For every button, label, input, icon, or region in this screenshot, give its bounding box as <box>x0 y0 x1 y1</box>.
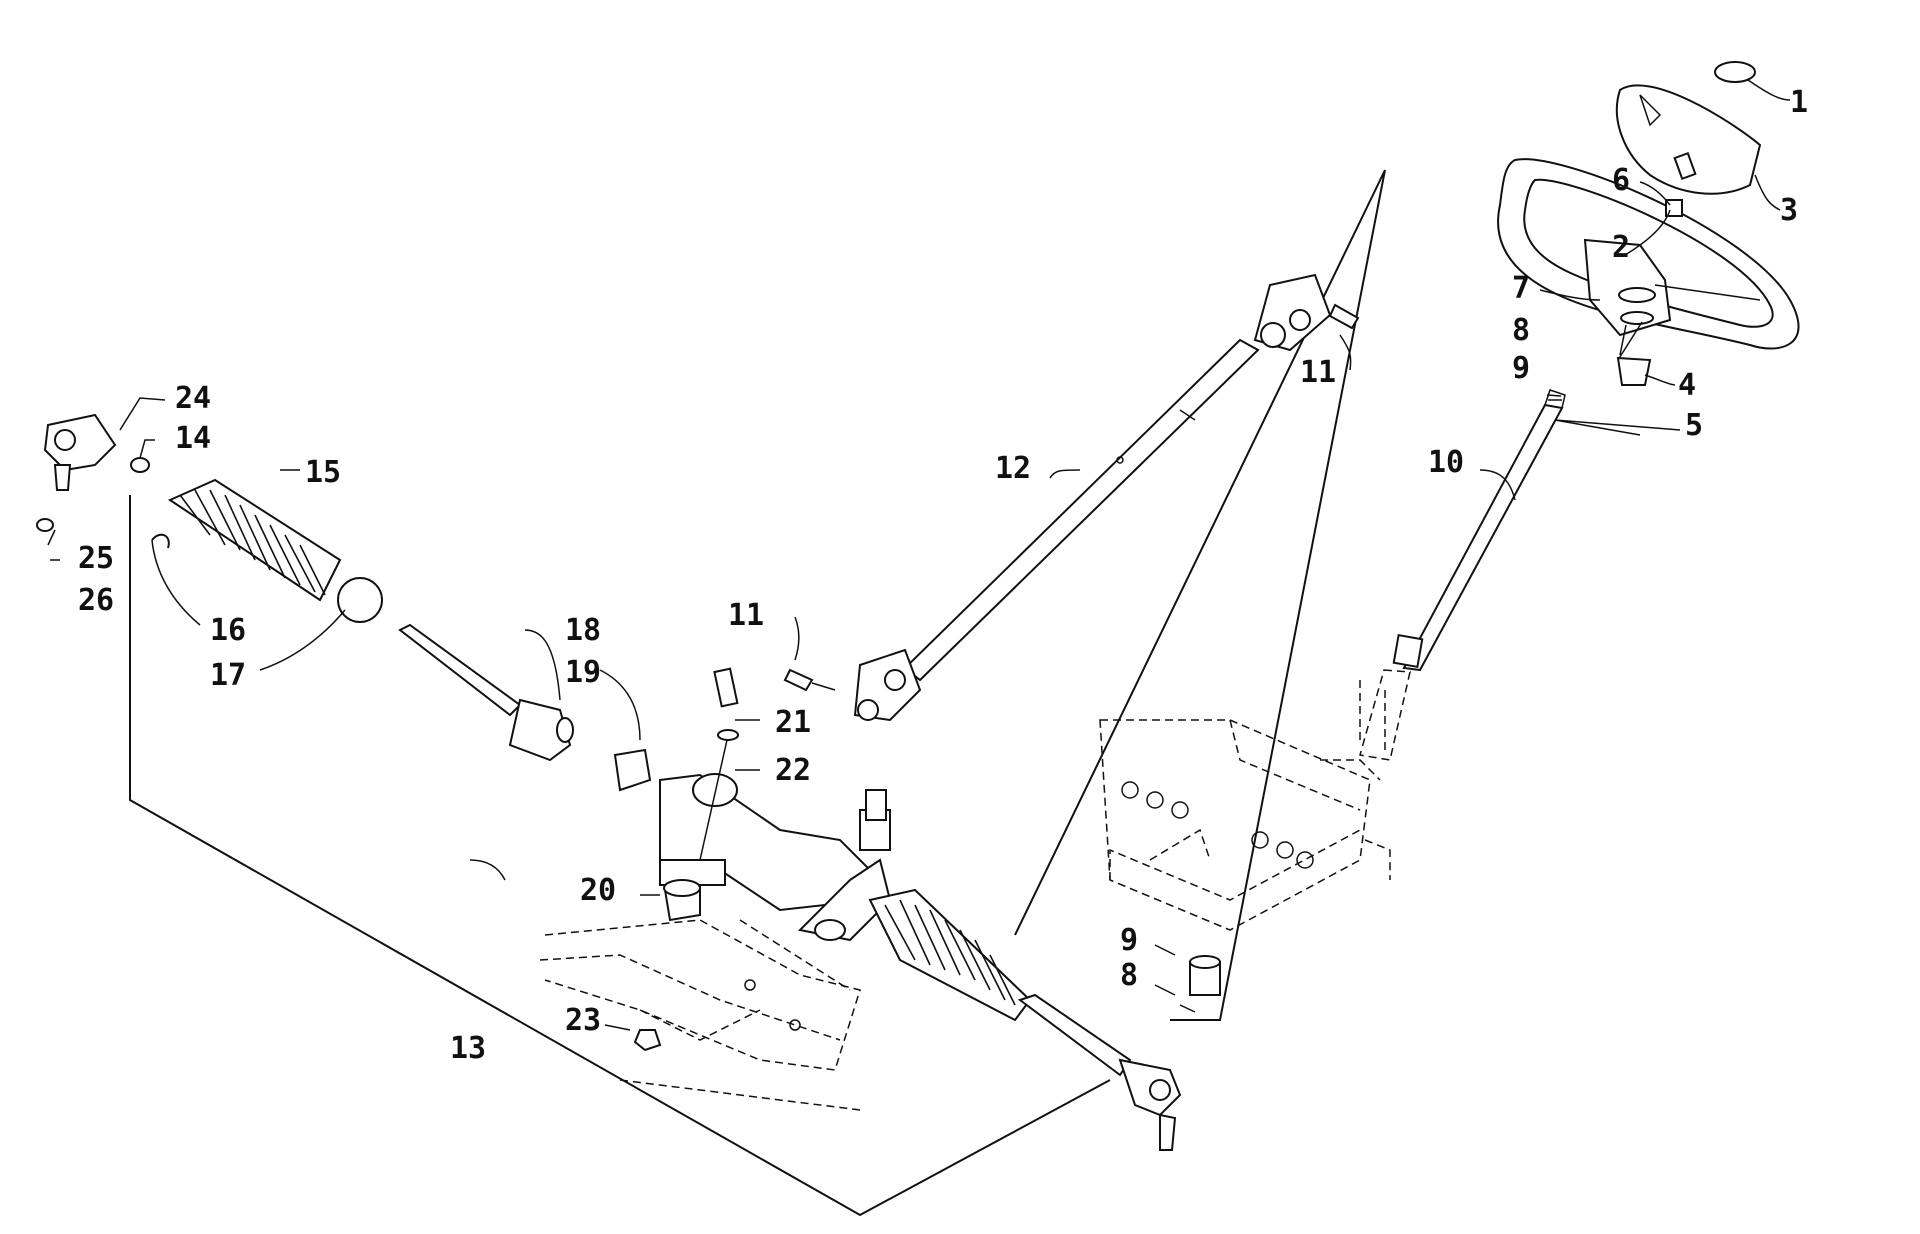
callout-15: 15 <box>305 455 341 490</box>
callout-8a: 8 <box>1512 313 1530 348</box>
callout-6: 6 <box>1612 163 1630 198</box>
callout-13: 13 <box>450 1031 486 1066</box>
callout-11b: 11 <box>728 598 764 633</box>
callout-12: 12 <box>995 451 1031 486</box>
column-bushings-lower <box>1179 955 1221 1013</box>
callout-25: 25 <box>78 541 114 576</box>
leader-lines <box>47 79 1791 1031</box>
callout-18: 18 <box>565 613 601 648</box>
callout-19: 19 <box>565 655 601 690</box>
callout-5: 5 <box>1685 408 1703 443</box>
callout-24: 24 <box>175 381 211 416</box>
frame-section <box>1099 680 1391 931</box>
callout-21: 21 <box>775 705 811 740</box>
callout-3: 3 <box>1780 193 1798 228</box>
inner-tie-rod <box>398 623 574 762</box>
steering-wheel <box>1497 158 1800 350</box>
intermediate-shaft <box>853 273 1332 722</box>
outer-tie-rod-end-left <box>36 413 150 532</box>
callout-16: 16 <box>210 613 246 648</box>
callout-9b: 9 <box>1120 923 1138 958</box>
callout-20: 20 <box>580 873 616 908</box>
tie-rod-right <box>1017 993 1182 1151</box>
callout-11a: 11 <box>1300 355 1336 390</box>
callout-17: 17 <box>210 658 246 693</box>
callout-14: 14 <box>175 421 211 456</box>
steering-shaft <box>1359 389 1641 761</box>
callout-8b: 8 <box>1120 958 1138 993</box>
assembly-13-bracket <box>129 495 1111 1217</box>
rack-spacer <box>613 748 652 792</box>
callout-22: 22 <box>775 753 811 788</box>
rack-mount-bushing <box>663 879 701 922</box>
callout-labels: 1 2 3 4 5 6 7 8 9 10 11 12 11 13 14 15 1… <box>78 85 1808 1066</box>
steering-rack-housing <box>659 773 892 942</box>
callout-26: 26 <box>78 583 114 618</box>
bellows-left <box>167 478 342 602</box>
callout-4: 4 <box>1678 368 1696 403</box>
callout-2: 2 <box>1612 230 1630 265</box>
wheel-hardware <box>1616 287 1656 386</box>
floor-pan <box>539 919 861 1111</box>
rack-mount-bolt <box>633 667 739 1052</box>
bellows-clamps <box>151 533 383 623</box>
rack-bellows-right <box>868 888 1032 1022</box>
horn-pad <box>1615 61 1762 195</box>
column-group-bracket <box>1014 169 1386 1021</box>
callout-10: 10 <box>1428 445 1464 480</box>
callout-1: 1 <box>1790 85 1808 120</box>
callout-23: 23 <box>565 1003 601 1038</box>
u-joint-bolts <box>783 303 1360 692</box>
callout-9a: 9 <box>1512 351 1530 386</box>
callout-7: 7 <box>1512 271 1530 306</box>
